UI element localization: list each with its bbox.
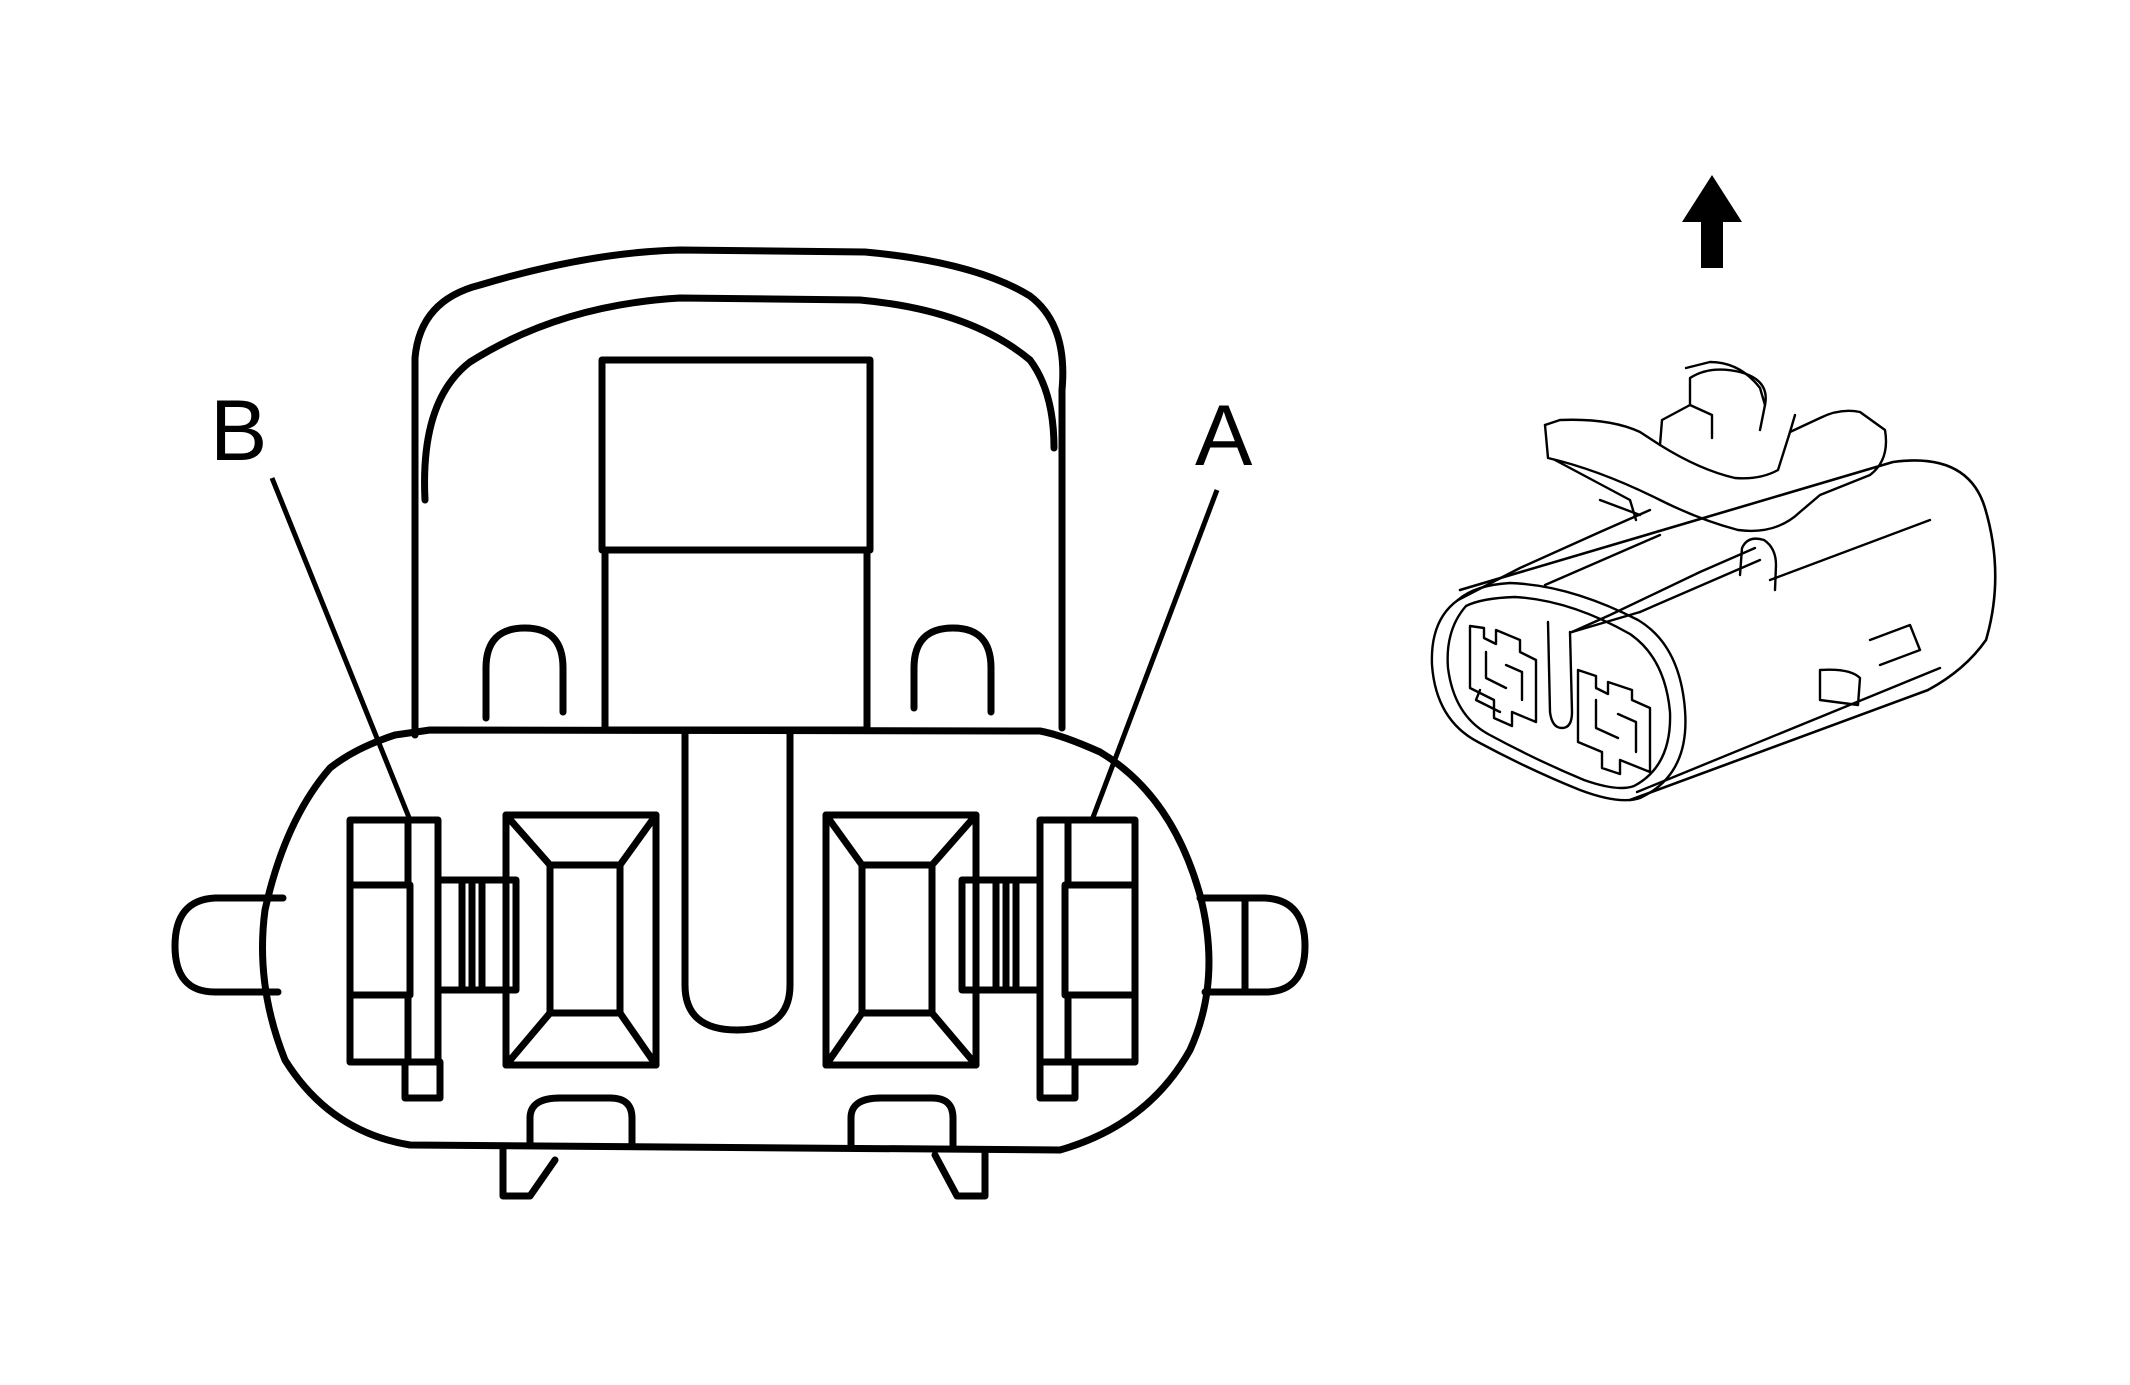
iso-front-face	[1430, 581, 1687, 802]
terminal-b-tab	[401, 1058, 444, 1102]
terminal-b-crimp	[434, 876, 520, 994]
terminal-a-housing	[1036, 816, 1139, 1066]
terminal-a-tab	[1036, 1058, 1079, 1102]
terminal-cavity-b	[346, 811, 660, 1102]
terminal-b-housing-detail	[346, 816, 414, 1066]
leader-line-b	[269, 477, 413, 821]
terminal-label-b: B	[210, 383, 268, 479]
center-slot	[681, 726, 794, 1034]
terminal-a-frame-bevels	[822, 811, 980, 1069]
terminal-b-frame-outer	[502, 811, 660, 1069]
iso-lock-spring	[1553, 458, 1642, 522]
connector-body-outline	[259, 726, 1213, 1154]
iso-lock-tab	[1738, 537, 1778, 592]
terminal-a-frame-outer	[822, 811, 980, 1069]
iso-cavity-right-detail	[1594, 698, 1638, 754]
iso-body-top-edge	[1458, 459, 1997, 802]
terminal-a-housing-detail	[1061, 816, 1139, 1066]
iso-body-bottom-edge	[1635, 518, 1942, 794]
iso-lock-ridge	[1684, 360, 1767, 407]
bottom-tab-right	[847, 1094, 957, 1152]
iso-side-ridge	[1868, 623, 1922, 667]
iso-cavity-right	[1576, 668, 1652, 776]
terminal-cavity-a	[822, 811, 1139, 1102]
connector-hood-inner	[421, 294, 1058, 504]
side-latch-right	[1196, 894, 1309, 996]
terminal-b-frame-inner	[546, 861, 624, 1017]
iso-cavity-left-detail	[1474, 650, 1524, 714]
bottom-foot-left	[499, 1144, 559, 1200]
arrow-head	[1682, 175, 1742, 222]
up-arrow-icon	[1682, 175, 1742, 268]
bottom-tab-left	[526, 1094, 636, 1149]
bottom-foot-right	[931, 1146, 989, 1200]
hood-bump-left	[482, 624, 567, 722]
terminal-b-frame-bevels	[502, 811, 660, 1069]
iso-lock-arm-inner	[1658, 403, 1797, 480]
connector-hood-outer	[411, 246, 1067, 739]
connector-isometric-view	[1430, 360, 1997, 802]
iso-lock-arm-top	[1543, 368, 1767, 447]
iso-side-nub	[1818, 668, 1862, 707]
iso-lock-arm	[1543, 409, 1888, 533]
lock-block-upper	[598, 356, 874, 554]
iso-top-channel-left	[1456, 508, 1662, 602]
connector-front-view	[171, 246, 1309, 1200]
terminal-label-a: A	[1195, 388, 1253, 484]
terminal-b-housing	[346, 816, 442, 1066]
side-latch-left	[171, 894, 287, 996]
lock-block-lower	[601, 546, 871, 734]
terminal-a-frame-inner	[858, 861, 936, 1017]
arrow-shaft	[1701, 220, 1723, 268]
iso-front-face-inner	[1446, 595, 1672, 790]
terminal-a-crimp	[958, 876, 1044, 994]
iso-face-center-slot	[1546, 610, 1642, 730]
leader-line-a	[1089, 489, 1220, 821]
iso-cavity-left	[1468, 624, 1538, 728]
hood-bump-right	[910, 624, 995, 716]
